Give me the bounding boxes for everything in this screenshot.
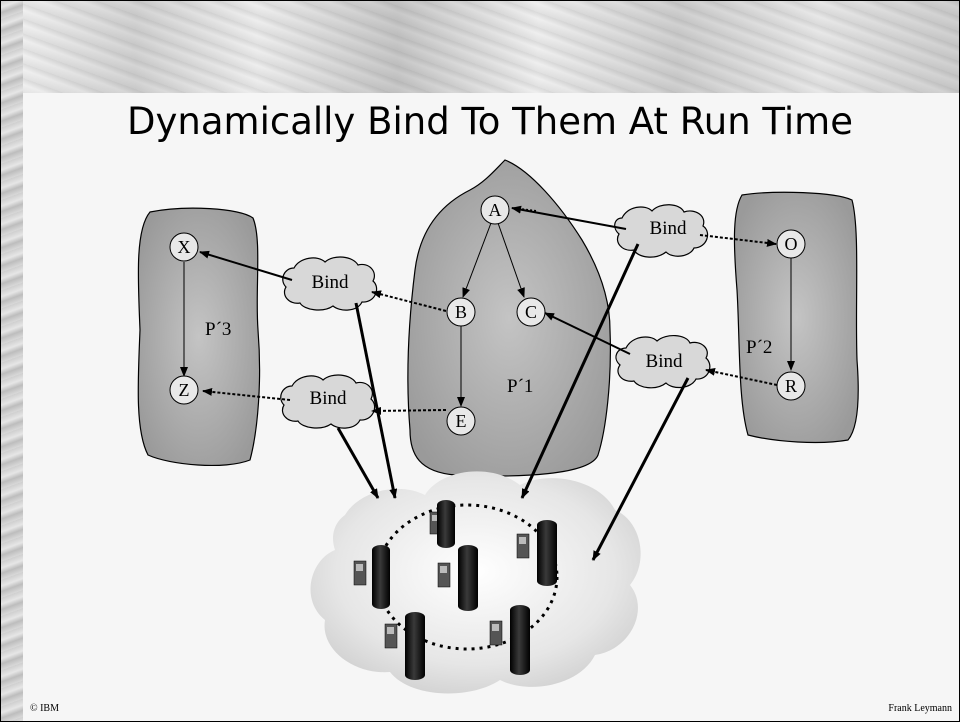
bind-cloud: Bind [614, 204, 709, 258]
server-icon [489, 605, 530, 675]
server-icon [516, 520, 557, 586]
process-label-p2: P´2 [746, 337, 772, 358]
node-x: X [169, 232, 199, 262]
bind-cloud: Bind [280, 374, 376, 429]
node-b: B [446, 297, 476, 327]
node-c: C [516, 297, 546, 327]
svg-text:A: A [489, 200, 502, 220]
svg-text:R: R [785, 376, 797, 396]
svg-text:Z: Z [179, 380, 190, 400]
bind-label: Bind [650, 218, 687, 239]
node-a: A [480, 195, 510, 225]
bind-label: Bind [310, 388, 347, 409]
binding-arrows [199, 205, 778, 561]
svg-text:E: E [456, 411, 467, 431]
bind-label: Bind [646, 351, 683, 372]
footer-author: Frank Leymann [888, 703, 952, 714]
server-icon [437, 545, 478, 611]
node-z: Z [169, 375, 199, 405]
process-region-p2 [733, 191, 859, 444]
bind-cloud: Bind [282, 256, 378, 311]
svg-text:X: X [178, 237, 191, 257]
node-e: E [446, 406, 476, 436]
process-region-p3 [137, 207, 261, 467]
node-o: O [776, 229, 806, 259]
decorative-header-band [23, 1, 959, 93]
process-label-p1: P´1 [507, 376, 533, 397]
bind-label: Bind [312, 272, 349, 293]
decorative-side-strip [1, 1, 23, 721]
svg-text:O: O [785, 234, 798, 254]
footer-copyright: © IBM [30, 703, 59, 714]
svg-text:B: B [455, 302, 467, 322]
server-icon [384, 612, 425, 680]
server-icon [353, 545, 390, 609]
slide-title: Dynamically Bind To Them At Run Time [127, 100, 853, 143]
svg-text:C: C [525, 302, 537, 322]
node-r: R [776, 371, 806, 401]
process-label-p3: P´3 [205, 319, 231, 340]
bind-cloud: Bind [615, 335, 711, 389]
server-icon [429, 500, 455, 548]
process-edges [180, 222, 795, 407]
